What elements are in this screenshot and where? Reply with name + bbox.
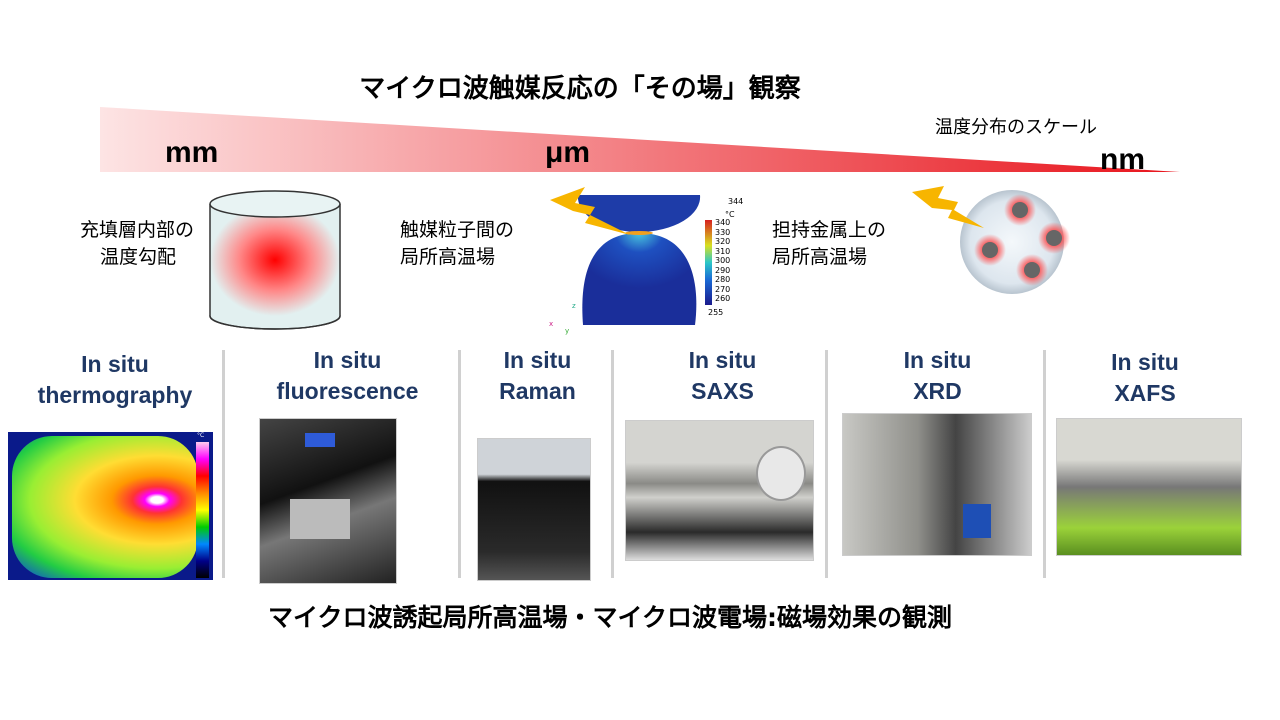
packed-bed-cylinder	[209, 190, 341, 330]
technique-line: In situ	[81, 351, 149, 377]
fluorescence-photo	[259, 418, 397, 584]
scale-label: 温度分布のスケール	[935, 117, 1097, 138]
simulation-image: 344 °C 340 330 320 310 300 290 280 270 2…	[545, 185, 745, 340]
tick: 310	[715, 246, 731, 256]
axis-x: x	[549, 320, 554, 328]
xafs-photo	[1056, 418, 1242, 556]
desc-line: 温度勾配	[100, 246, 177, 268]
scale-mm: mm	[165, 136, 219, 169]
desc-line: 局所高温場	[400, 246, 496, 268]
supported-metal-particle	[912, 186, 1070, 294]
footer-caption: マイクロ波誘起局所高温場・マイクロ波電場:磁場効果の観測	[267, 603, 952, 632]
technique-line: Raman	[499, 378, 576, 404]
technique-line: In situ	[313, 347, 382, 373]
sim-min: 255	[708, 308, 724, 317]
technique-line: In situ	[903, 347, 972, 373]
tick: 280	[715, 275, 731, 284]
tick: 300	[715, 256, 731, 265]
scale-wedge	[100, 107, 1180, 172]
sim-ticks: 340 330 320 310 300 290 280 270 260	[715, 218, 730, 304]
thermography-image: °C	[8, 432, 213, 580]
axis-z: z	[572, 302, 576, 310]
photo-detail	[305, 433, 335, 447]
thermal-colorbar	[196, 442, 209, 578]
divider	[611, 350, 614, 578]
thermal-map	[12, 436, 198, 578]
scale-desc-nm: 担持金属上の 局所高温場	[772, 217, 886, 271]
photo-detail	[290, 499, 350, 539]
divider	[222, 350, 225, 578]
technique-line: thermography	[37, 382, 193, 408]
tick: 260	[715, 294, 731, 303]
divider	[458, 350, 461, 578]
tick: 340	[715, 218, 731, 227]
photo-detail	[963, 504, 991, 538]
desc-line: 担持金属上の	[772, 219, 887, 241]
photo-detail	[756, 446, 806, 501]
technique-line: XRD	[913, 378, 962, 404]
saxs-photo	[625, 420, 814, 561]
raman-photo	[477, 438, 591, 581]
slide-title: マイクロ波触媒反応の「その場」観察	[359, 74, 801, 104]
desc-line: 局所高温場	[772, 246, 868, 268]
technique-line: SAXS	[691, 378, 754, 404]
technique-line: fluorescence	[276, 378, 419, 404]
scale-desc-mm: 充填層内部の 温度勾配	[80, 217, 194, 271]
technique-line: In situ	[503, 347, 572, 373]
tick: 330	[715, 227, 731, 237]
divider	[825, 350, 828, 578]
divider	[1043, 350, 1046, 578]
tick: 270	[715, 284, 731, 294]
technique-fluorescence: In situ fluorescence	[240, 345, 455, 407]
technique-line: In situ	[688, 347, 757, 373]
tick: 290	[715, 265, 731, 275]
desc-line: 充填層内部の	[80, 219, 195, 241]
scale-desc-um: 触媒粒子間の 局所高温場	[400, 217, 514, 271]
scale-nm: nm	[1100, 143, 1145, 176]
thermo-unit: °C	[197, 432, 205, 439]
axis-y: y	[565, 327, 570, 335]
desc-line: 触媒粒子間の	[400, 219, 515, 241]
technique-line: XAFS	[1114, 380, 1176, 406]
tick: 320	[715, 237, 731, 246]
sim-unit: °C	[725, 210, 735, 219]
technique-thermography: In situ thermography	[10, 349, 220, 411]
scale-um: μm	[545, 136, 591, 169]
technique-line: In situ	[1111, 349, 1179, 375]
xrd-photo	[842, 413, 1032, 556]
sim-max: 344	[728, 197, 744, 206]
